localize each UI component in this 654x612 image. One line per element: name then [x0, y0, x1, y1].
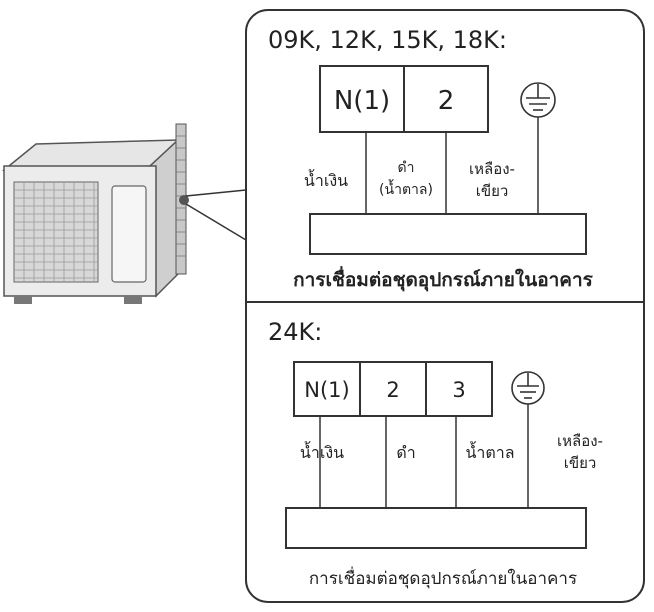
- bottom-indoor-block: [285, 507, 587, 549]
- bottom-terminal-3: 3: [452, 378, 465, 402]
- top-panel-caption: การเชื่อมต่อชุดอุปกรณ์ภายในอาคาร: [293, 266, 594, 292]
- top-panel: 09K, 12K, 15K, 18K: N(1) 2 น้ำเงิน ดำ (น…: [268, 26, 594, 292]
- bottom-wire-label-blue: น้ำเงิน: [300, 441, 344, 462]
- top-panel-heading: 09K, 12K, 15K, 18K:: [268, 26, 507, 54]
- ground-icon: [511, 371, 545, 405]
- bottom-wire-label-yellow: เหลือง-: [557, 432, 603, 450]
- bottom-terminal-1: N(1): [304, 378, 349, 402]
- top-terminal-2: 2: [438, 86, 455, 116]
- top-wire-label-brown: (น้ำตาล): [379, 179, 433, 198]
- bottom-terminal-2: 2: [386, 378, 399, 402]
- bottom-terminal-block: [293, 361, 493, 417]
- bottom-wire-label-black: ดำ: [396, 443, 415, 462]
- callout-lines: [185, 189, 247, 241]
- top-wire-label-green: เขียว: [476, 182, 509, 200]
- bottom-panel-heading: 24K:: [268, 318, 322, 346]
- top-terminal-1: N(1): [334, 86, 390, 116]
- top-wire-label-black: ดำ: [398, 160, 415, 176]
- outdoor-ac-unit-icon: [1, 123, 189, 304]
- diagram-frame: [245, 9, 645, 603]
- top-wire-label-yellow: เหลือง-: [469, 160, 515, 178]
- bottom-wire-label-green: เขียว: [564, 454, 597, 472]
- bottom-wire-label-brown: น้ำตาล: [465, 441, 514, 462]
- top-wires: [365, 117, 539, 214]
- top-wire-label-blue: น้ำเงิน: [304, 169, 348, 190]
- bottom-panel-caption: การเชื่อมต่อชุดอุปกรณ์ภายในอาคาร: [309, 566, 577, 589]
- ground-icon: [520, 82, 556, 118]
- top-indoor-block: [309, 213, 587, 255]
- bottom-panel: 24K: N(1) 2 3 น้ำเงิน ดำ น้ำตาล เหลือง- …: [268, 318, 603, 589]
- bottom-wires: [319, 404, 529, 508]
